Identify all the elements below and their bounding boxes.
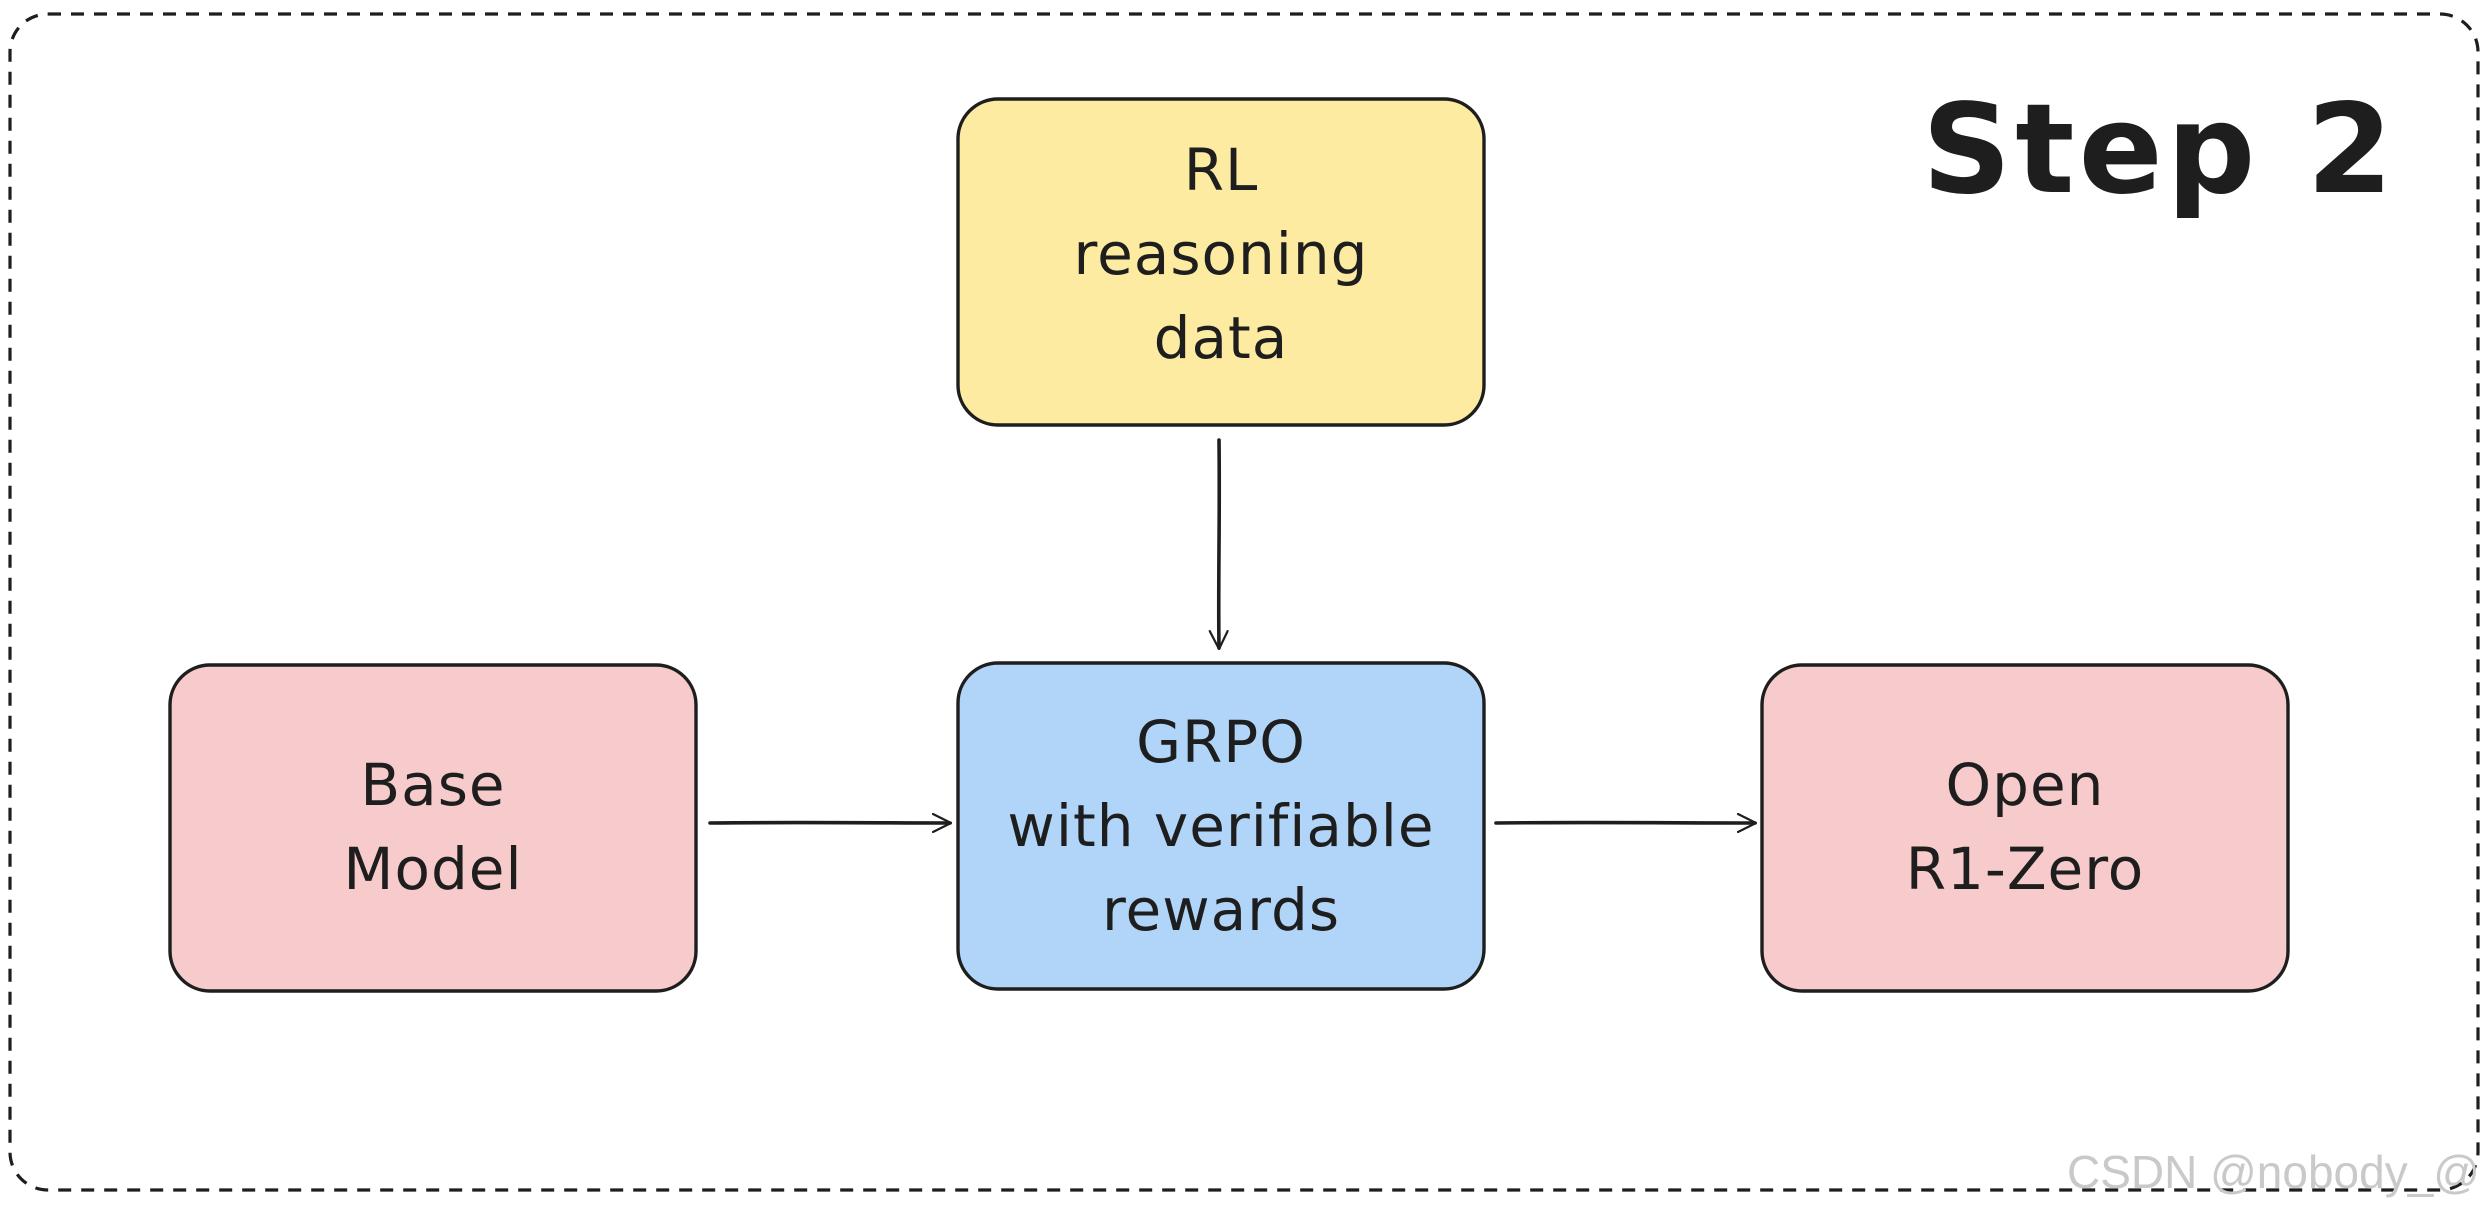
node-base-model: Base Model — [168, 663, 698, 993]
edge-rl-data-to-grpo — [1219, 438, 1220, 648]
node-rl-data-box — [956, 97, 1486, 427]
watermark: CSDN @nobody_@ — [2067, 1146, 2480, 1198]
node-open-r1: Open R1-Zero — [1760, 663, 2290, 993]
edges — [708, 438, 1755, 823]
node-open-r1-box — [1760, 663, 2290, 993]
node-grpo-line-1: GRPO — [1136, 708, 1306, 776]
node-base-model-box — [168, 663, 698, 993]
node-rl-data-line-1: RL — [1184, 136, 1259, 204]
node-grpo-line-3: rewards — [1102, 876, 1340, 944]
node-rl-data: RL reasoning data — [956, 97, 1486, 427]
step-title: Step 2 — [1922, 78, 2397, 222]
node-open-r1-line-1: Open — [1946, 751, 2105, 819]
node-base-model-line-2: Model — [343, 835, 522, 903]
node-base-model-line-1: Base — [360, 751, 505, 819]
node-grpo-line-2: with verifiable — [1007, 792, 1434, 860]
node-grpo-box — [956, 661, 1486, 991]
node-rl-data-line-2: reasoning — [1074, 220, 1369, 288]
node-rl-data-line-3: data — [1154, 304, 1289, 372]
node-grpo: GRPO with verifiable rewards — [956, 661, 1486, 991]
node-open-r1-line-2: R1-Zero — [1906, 835, 2145, 903]
step-frame — [8, 12, 2480, 1192]
